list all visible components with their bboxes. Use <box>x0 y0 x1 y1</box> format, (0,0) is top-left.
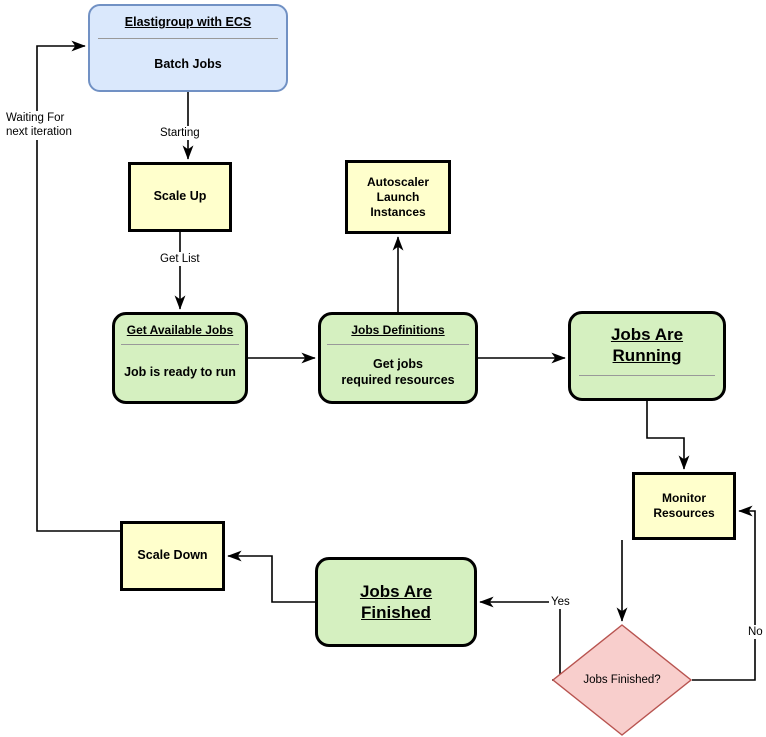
node-elastigroup-divider <box>98 37 278 39</box>
node-elastigroup-title: Elastigroup with ECS <box>124 15 252 29</box>
node-get-available-jobs-body: Job is ready to run <box>124 365 236 380</box>
edge-decision-no-to-monitor-resources <box>692 505 756 681</box>
node-jobs-finished-decision-label: Jobs Finished? <box>583 674 661 686</box>
node-monitor-resources-line-2: Resources <box>653 506 715 520</box>
diamond-shape-icon <box>552 624 692 736</box>
node-monitor-resources-label: Monitor Resources <box>635 475 733 537</box>
node-jobs-are-running-divider <box>579 374 715 376</box>
node-autoscaler-label: Autoscaler Launch Instances <box>348 163 448 231</box>
node-monitor-resources[interactable]: Monitor Resources <box>632 472 736 540</box>
node-autoscaler-line-3: Instances <box>370 204 426 219</box>
edge-label-starting: Starting <box>158 126 202 141</box>
edge-label-get-list: Get List <box>158 252 202 267</box>
node-jobs-are-running-title: Jobs Are Running <box>579 320 715 367</box>
edge-label-yes: Yes <box>549 595 572 610</box>
node-scale-up[interactable]: Scale Up <box>128 162 232 232</box>
node-jobs-are-finished-title-line-1: Jobs Are <box>359 581 433 601</box>
node-elastigroup-body: Batch Jobs <box>154 56 222 71</box>
node-autoscaler-line-2: Launch <box>376 189 420 204</box>
node-get-available-jobs-divider <box>121 344 239 345</box>
edge-label-waiting-line-1: Waiting For <box>6 112 65 124</box>
node-get-available-jobs-title: Get Available Jobs <box>126 323 234 337</box>
edge-decision-yes-to-jobs-are-finished <box>479 596 561 681</box>
edge-jobs-are-finished-to-scale-down <box>227 550 315 603</box>
node-jobs-definitions-divider <box>327 344 469 345</box>
node-scale-down[interactable]: Scale Down <box>120 521 225 591</box>
node-jobs-definitions-body: Get jobs required resources <box>327 345 469 401</box>
node-jobs-definitions-title: Jobs Definitions <box>351 323 445 337</box>
node-elastigroup-with-ecs[interactable]: Elastigroup with ECS Batch Jobs <box>88 4 288 92</box>
node-scale-up-label: Scale Up <box>153 189 207 204</box>
node-autoscaler-launch-instances[interactable]: Autoscaler Launch Instances <box>345 160 451 234</box>
node-jobs-definitions[interactable]: Jobs Definitions Get jobs required resou… <box>318 312 478 404</box>
edge-label-waiting-for-next-iteration: Waiting For next iteration <box>4 111 74 140</box>
node-scale-down-label: Scale Down <box>137 548 208 563</box>
node-jobs-are-finished-title-line-2: Finished <box>361 603 431 622</box>
edge-scale-down-to-elastigroup <box>36 40 120 532</box>
edge-label-waiting-line-2: next iteration <box>6 126 72 139</box>
node-jobs-are-finished-title: Jobs Are Finished <box>360 581 432 624</box>
node-jobs-finished-decision[interactable]: Jobs Finished? <box>552 624 692 736</box>
node-jobs-are-finished[interactable]: Jobs Are Finished <box>315 557 477 647</box>
node-get-available-jobs[interactable]: Get Available Jobs Job is ready to run <box>112 312 248 404</box>
node-autoscaler-line-1: Autoscaler <box>366 174 430 189</box>
node-jobs-definitions-body-line-1: Get jobs <box>372 357 423 372</box>
edge-jobs-are-running-to-monitor-resources <box>646 401 690 470</box>
node-jobs-are-running[interactable]: Jobs Are Running <box>568 311 726 401</box>
node-jobs-are-running-title-line-2: Running <box>612 346 682 366</box>
node-jobs-are-running-title-line-1: Jobs Are <box>610 325 684 344</box>
node-monitor-resources-line-1: Monitor <box>662 491 706 505</box>
edge-label-no: No <box>746 625 765 640</box>
node-jobs-definitions-body-line-2: required resources <box>341 373 455 387</box>
